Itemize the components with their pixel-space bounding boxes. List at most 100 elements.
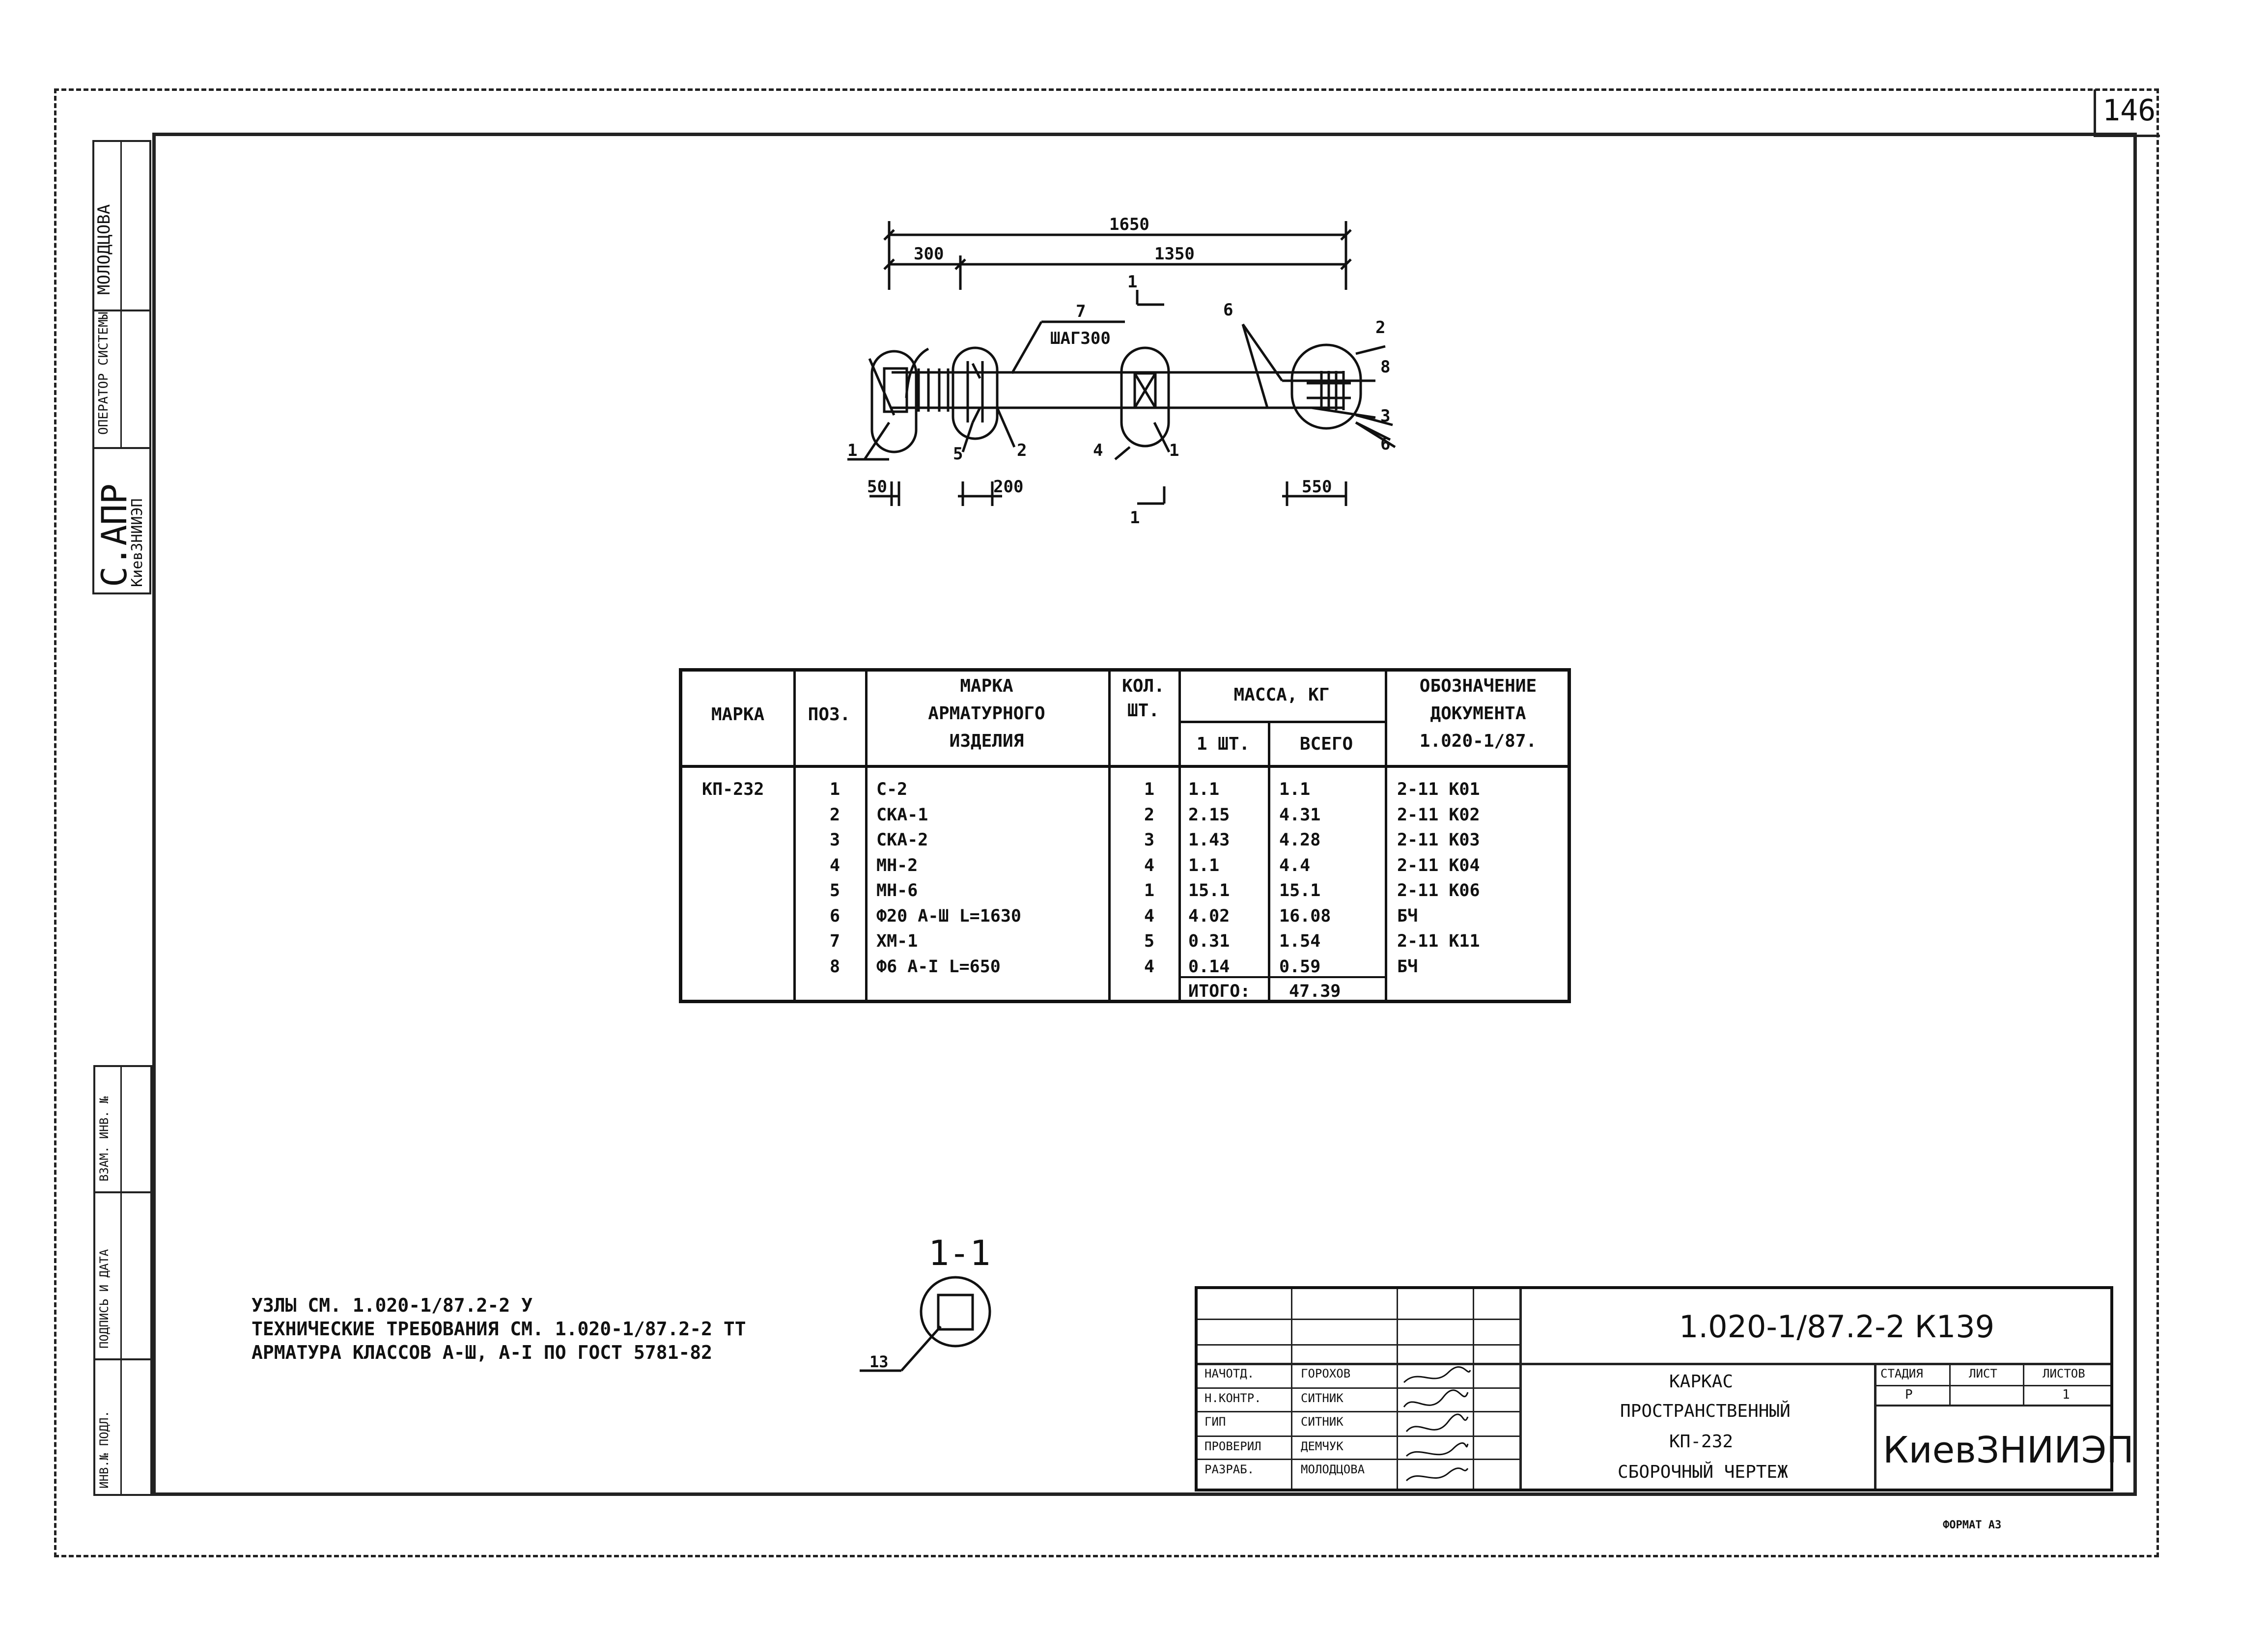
side-stamp-org: КиевЗНИИЭП xyxy=(129,498,146,587)
dim-200: 200 xyxy=(993,477,1023,497)
hdr-doc-3: 1.020-1/87. xyxy=(1419,731,1537,751)
sheet-number: 146 xyxy=(2102,93,2156,128)
table-row: 2-11 К01 xyxy=(1397,780,1480,799)
name-3: СИТНИК xyxy=(1301,1415,1344,1429)
table-row: БЧ xyxy=(1397,906,1418,926)
side-stamp-name: МОЛОДЦОВА xyxy=(94,204,114,295)
pos-4: 4 xyxy=(1093,441,1103,460)
signatures xyxy=(1403,1366,1471,1482)
table-row: 2 xyxy=(830,805,840,825)
table-row: 2.15 xyxy=(1188,805,1230,825)
hdr-mass-one: 1 ШТ. xyxy=(1196,734,1250,754)
table-row: 3 xyxy=(830,830,840,850)
stage-value: Р xyxy=(1905,1387,1913,1402)
section-leader-num: 13 xyxy=(869,1352,889,1371)
hdr-mark: МАРКА xyxy=(711,704,765,725)
table-row: 4 xyxy=(1144,855,1155,875)
hdr-qty-1: КОЛ. xyxy=(1122,676,1165,696)
name-1: ГОРОХОВ xyxy=(1301,1367,1351,1380)
pos-2-right: 2 xyxy=(1375,318,1385,338)
table-row: ХМ-1 xyxy=(876,931,918,951)
table-row: 1 xyxy=(1144,780,1155,799)
side-stamp-operator: ОПЕРАТОР СИСТЕМЫ xyxy=(96,311,111,435)
table-row: МН-2 xyxy=(876,855,918,875)
hdr-mass-total: ВСЕГО xyxy=(1299,734,1353,754)
table-row: 1.1 xyxy=(1188,780,1220,799)
table-row: 0.59 xyxy=(1279,957,1321,977)
table-row: 4.4 xyxy=(1279,855,1311,875)
table-row: 1.54 xyxy=(1279,931,1321,951)
side-columns xyxy=(93,1065,152,1496)
column-qty: 1 2 3 4 1 4 5 4 xyxy=(1144,777,1154,980)
column-item: С-2 СКА-1 СКА-2 МН-2 МН-6 Ф20 А-Ш L=1630… xyxy=(876,777,1021,980)
table-row: Ф6 А-I L=650 xyxy=(876,957,1001,977)
side-stamp xyxy=(92,140,151,594)
hdr-pos: ПОЗ. xyxy=(808,704,851,725)
table-row: БЧ xyxy=(1397,957,1418,977)
total-value: 47.39 xyxy=(1289,982,1341,1001)
pos-6-top: 6 xyxy=(1223,300,1233,320)
table-row: 5 xyxy=(1144,931,1155,951)
dim-300: 300 xyxy=(914,244,944,264)
pos-6-right: 6 xyxy=(1380,434,1390,454)
section-mark-top: 1 xyxy=(1127,272,1137,292)
table-row: 1 xyxy=(1144,881,1155,900)
table-row: 4.28 xyxy=(1279,830,1321,850)
side-col-inv: ИНВ.№ ПОДЛ. xyxy=(97,1410,111,1489)
table-row: 6 xyxy=(830,906,840,926)
table-row: 15.1 xyxy=(1279,881,1321,900)
stage-label: СТАДИЯ xyxy=(1880,1367,1923,1380)
table-row: 4.31 xyxy=(1279,805,1321,825)
pos-1-left: 1 xyxy=(847,441,857,460)
table-row: 2-11 К11 xyxy=(1397,931,1480,951)
name-4: ДЕМЧУК xyxy=(1301,1439,1344,1453)
dim-1650: 1650 xyxy=(1109,215,1149,234)
table-row: С-2 xyxy=(876,780,908,799)
table-row: МН-6 xyxy=(876,881,918,900)
pos-8: 8 xyxy=(1380,357,1390,377)
table-row: СКА-2 xyxy=(876,830,928,850)
table-row: 1.43 xyxy=(1188,830,1230,850)
table-row: 3 xyxy=(1144,830,1155,850)
role-5: РАЗРАБ. xyxy=(1204,1463,1255,1476)
dim-1350: 1350 xyxy=(1154,244,1195,264)
cell-mark: КП-232 xyxy=(702,780,764,799)
pos-7: 7 xyxy=(1076,302,1086,321)
table-row: 8 xyxy=(830,957,840,977)
name-5: МОЛОДЦОВА xyxy=(1301,1463,1365,1476)
section-title: 1-1 xyxy=(928,1233,991,1273)
hdr-item-2: АРМАТУРНОГО xyxy=(928,703,1045,724)
hdr-doc-2: ДОКУМЕНТА xyxy=(1430,703,1526,724)
hdr-doc-1: ОБОЗНАЧЕНИЕ xyxy=(1419,676,1537,696)
table-row: 2-11 К04 xyxy=(1397,855,1480,875)
sheet-label: ЛИСТ xyxy=(1969,1367,1997,1380)
table-row: 4.02 xyxy=(1188,906,1230,926)
title-line-1: КАРКАС xyxy=(1669,1372,1734,1392)
hdr-item-1: МАРКА xyxy=(960,676,1013,696)
dim-550: 550 xyxy=(1302,477,1332,497)
specification-table: МАРКА ПОЗ. МАРКА АРМАТУРНОГО ИЗДЕЛИЯ КОЛ… xyxy=(679,668,1571,1003)
side-col-replace: ВЗАМ. ИНВ. № xyxy=(97,1096,111,1182)
table-row: 1.1 xyxy=(1188,855,1220,875)
section-mark-bottom: 1 xyxy=(1130,508,1140,528)
table-row: Ф20 А-Ш L=1630 xyxy=(876,906,1022,926)
total-label: ИТОГО: xyxy=(1188,982,1251,1001)
note-rebar-classes: АРМАТУРА КЛАССОВ А-Ш, А-I ПО ГОСТ 5781-8… xyxy=(252,1342,712,1363)
table-row: 4 xyxy=(1144,906,1155,926)
column-pos: 1 2 3 4 5 6 7 8 xyxy=(830,777,840,980)
table-row: 2 xyxy=(1144,805,1155,825)
table-row: 1.1 xyxy=(1279,780,1311,799)
title-line-4: СБОРОЧНЫЙ ЧЕРТЕЖ xyxy=(1618,1462,1788,1482)
step-label: ШАГ300 xyxy=(1050,329,1111,348)
dim-50: 50 xyxy=(867,477,887,497)
table-row: 0.31 xyxy=(1188,931,1230,951)
table-row: СКА-1 xyxy=(876,805,928,825)
table-row: 2-11 К06 xyxy=(1397,881,1480,900)
note-tech-requirements: ТЕХНИЧЕСКИЕ ТРЕБОВАНИЯ СМ. 1.020-1/87.2-… xyxy=(252,1318,746,1340)
table-row: 16.08 xyxy=(1279,906,1331,926)
hdr-qty-2: ШТ. xyxy=(1127,701,1160,721)
table-row: 7 xyxy=(830,931,840,951)
role-3: ГИП xyxy=(1204,1415,1226,1429)
note-nodes: УЗЛЫ СМ. 1.020-1/87.2-2 У xyxy=(252,1294,532,1316)
